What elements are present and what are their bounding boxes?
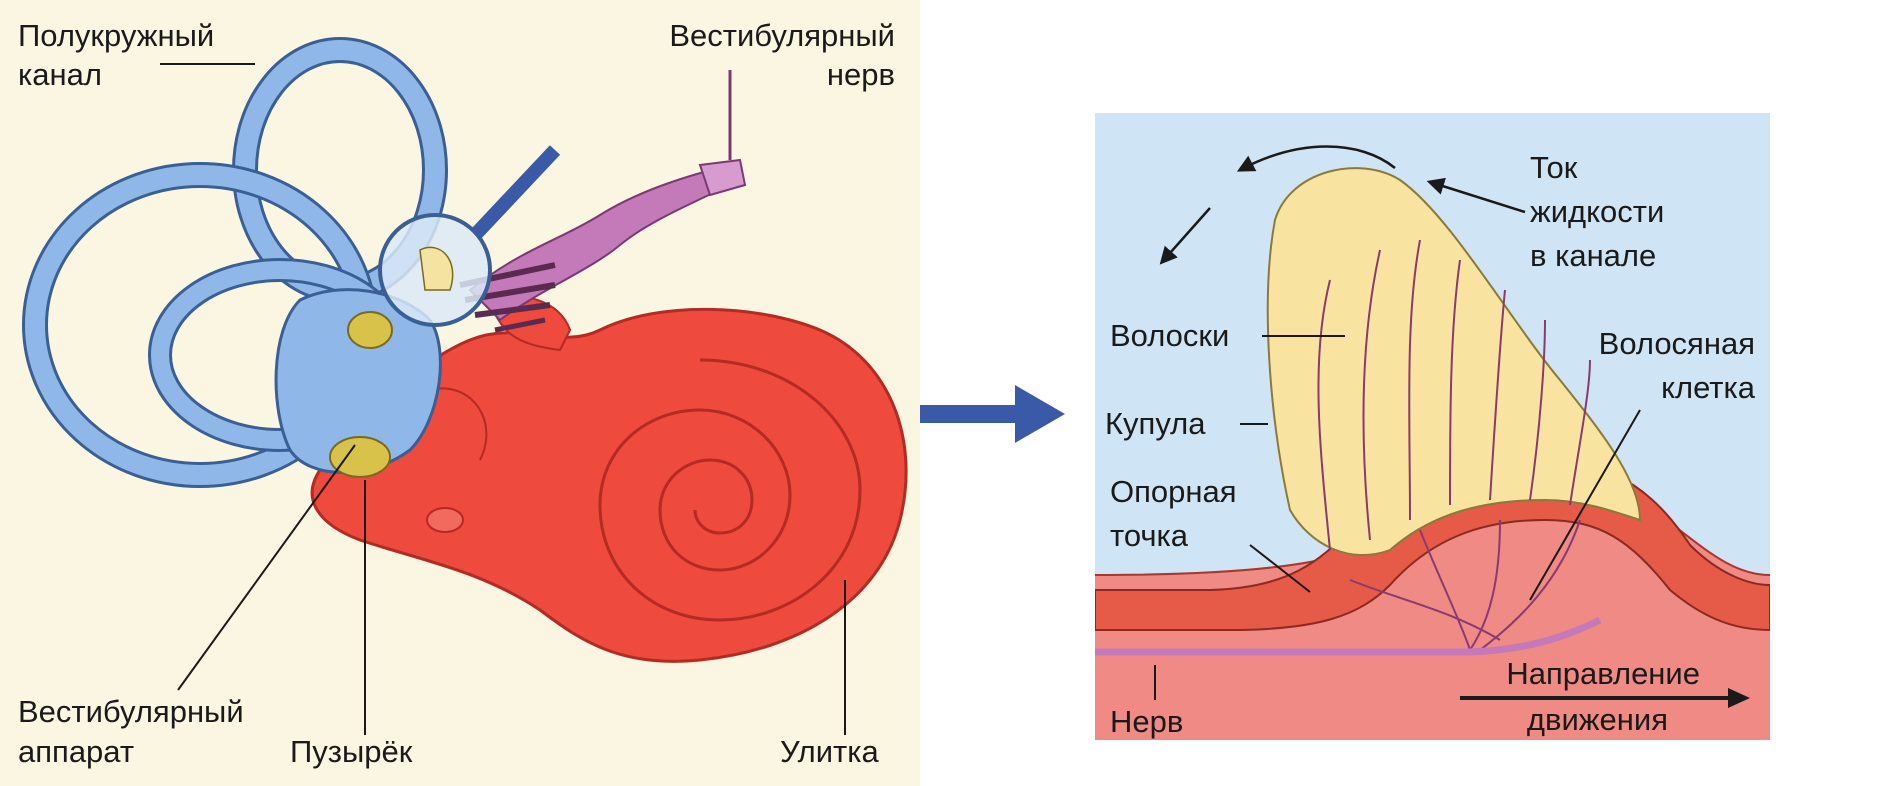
- vestibular-apparatus-label-2: аппарат: [18, 734, 134, 769]
- cupula-detail-panel: Ток жидкости в канале Волоски Купула Опо…: [1095, 113, 1770, 740]
- hair-cell-label-1: Волосяная: [1599, 326, 1755, 361]
- hair-cell-label-2: клетка: [1661, 370, 1756, 405]
- transition-arrow-icon: [920, 385, 1065, 443]
- nerve-label: Нерв: [1110, 704, 1183, 739]
- cochlea-label: Улитка: [780, 734, 879, 769]
- vesicle-label: Пузырёк: [290, 734, 413, 769]
- movement-direction-label-1: Направление: [1506, 656, 1700, 691]
- support-point-label-2: точка: [1110, 518, 1189, 553]
- vestibular-apparatus-label-1: Вестибулярный: [18, 694, 244, 729]
- support-point-label-1: Опорная: [1110, 474, 1237, 509]
- fluid-flow-label-1: Ток: [1530, 150, 1578, 185]
- vestibular-nerve-label-2: нерв: [827, 57, 895, 92]
- semicircular-canal-label-1: Полукружный: [18, 18, 214, 53]
- hairs-label: Волоски: [1110, 318, 1229, 353]
- semicircular-canal-label-2: канал: [18, 57, 102, 92]
- cupula-label: Купула: [1105, 406, 1206, 441]
- fluid-flow-label-3: в канале: [1530, 238, 1656, 273]
- fluid-flow-label-2: жидкости: [1530, 194, 1664, 229]
- movement-direction-label-2: движения: [1527, 702, 1668, 737]
- vestibular-nerve-label-1: Вестибулярный: [669, 18, 895, 53]
